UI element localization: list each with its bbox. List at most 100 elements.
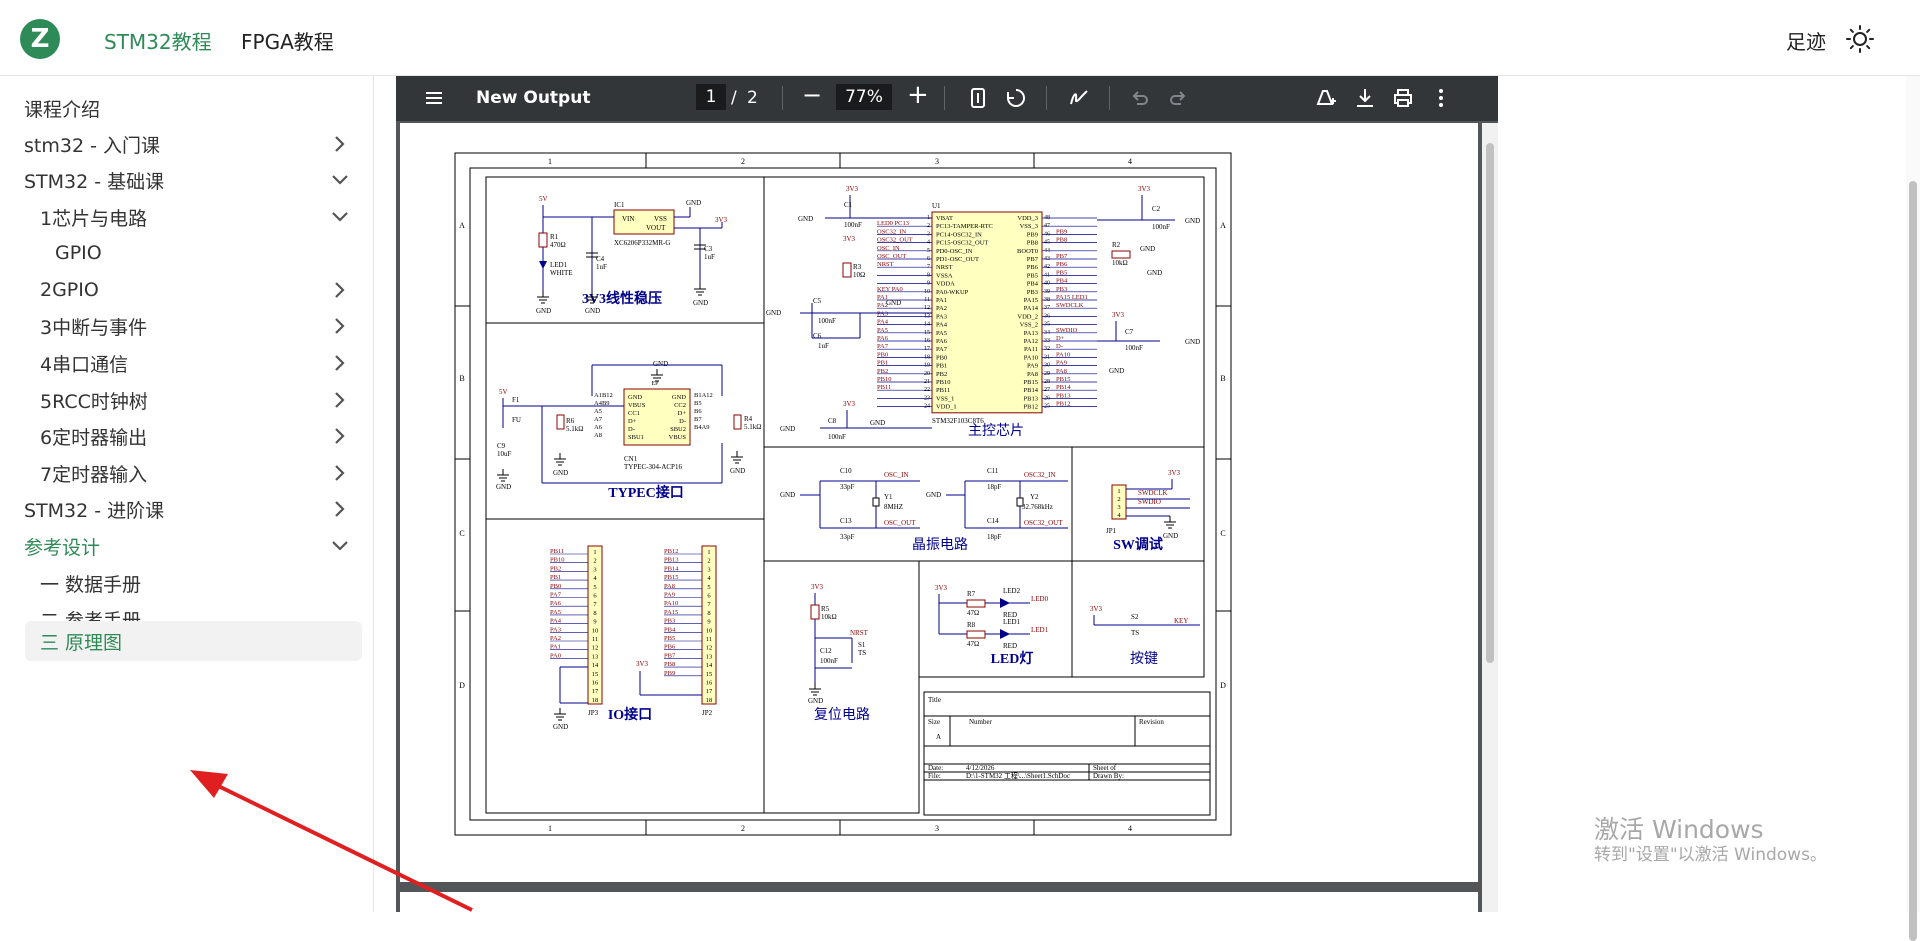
value-label: 1uF [596, 263, 607, 271]
typec-pin-num: B1A12 [694, 392, 713, 399]
value-label: 1uF [818, 342, 829, 350]
typec-pin: GND [628, 394, 642, 401]
io-net: PB1 [550, 574, 561, 581]
page-scroll-thumb[interactable] [1909, 181, 1917, 941]
mcu-pin-left: VSS_1 [936, 395, 954, 402]
chevron-down-icon[interactable] [330, 170, 350, 190]
io-pin: 8 [707, 610, 710, 617]
undo-icon[interactable] [1129, 87, 1151, 109]
redo-icon[interactable] [1167, 87, 1189, 109]
col-label: 4 [1128, 824, 1132, 833]
typec-pin: D- [679, 418, 686, 425]
tb-size: Size [928, 718, 940, 726]
nav-fpga-tutorial[interactable]: FPGA教程 [241, 30, 334, 54]
chevron-right-icon[interactable] [330, 499, 350, 519]
mcu-pin-right: PA13 [1024, 330, 1038, 337]
sidebar-item[interactable]: 7定时器输入 [40, 453, 364, 493]
save-to-drive-icon[interactable] [1314, 87, 1336, 109]
mcu-pin-right: VSS_2 [1020, 322, 1038, 329]
nav-stm32-tutorial[interactable]: STM32教程 [104, 30, 212, 54]
value-label: 100nF [844, 221, 862, 229]
sidebar-item[interactable]: 参考设计 [24, 526, 364, 566]
zoom-input[interactable]: 77% [836, 84, 892, 110]
mcu-pin-left: PA1 [936, 297, 947, 304]
led1-led [1000, 629, 1010, 639]
mcu-pin-right: VDD_3 [1017, 215, 1038, 222]
sidebar-item[interactable]: 3中断与事件 [40, 306, 364, 346]
chevron-right-icon[interactable] [330, 390, 350, 410]
sidebar-item-label: 课程介绍 [24, 98, 101, 121]
net-label: 3V3 [1090, 605, 1103, 613]
zoom-out-button[interactable]: − [802, 81, 823, 109]
sidebar-item[interactable]: GPIO [55, 233, 364, 273]
chevron-right-icon[interactable] [330, 426, 350, 446]
r5 [810, 604, 820, 620]
chevron-down-icon[interactable] [330, 536, 350, 556]
download-icon[interactable] [1354, 87, 1376, 109]
mcu-net-left: PB1 [877, 360, 888, 367]
section-io [485, 518, 765, 814]
mcu-net-right: SWDCLK [1056, 302, 1084, 309]
pdf-toolbar: New Output 1 / 2 − 77% + [396, 76, 1498, 121]
io-pin: 16 [592, 680, 599, 687]
ref-label: C9 [497, 442, 506, 450]
sidebar-item[interactable]: 1芯片与电路 [40, 197, 364, 237]
sidebar-item[interactable]: STM32 - 基础课 [24, 160, 364, 200]
sidebar-item-label: 参考设计 [24, 536, 101, 559]
chevron-right-icon[interactable] [330, 353, 350, 373]
zoom-in-button[interactable]: + [907, 80, 929, 110]
io-pin: 12 [592, 645, 599, 652]
page-number-input[interactable]: 1 [696, 84, 726, 110]
sun-icon[interactable] [1845, 24, 1875, 54]
site-logo[interactable]: Z [20, 19, 60, 59]
print-icon[interactable] [1392, 87, 1414, 109]
mcu-pin-left: PB1 [936, 363, 947, 370]
io-pin: 10 [706, 627, 713, 634]
mcu-net-left: NRST [877, 261, 894, 268]
pdf-scrollbar[interactable] [1482, 123, 1498, 912]
page-scrollbar[interactable] [1906, 76, 1920, 941]
value-label: 47Ω [967, 609, 979, 617]
chevron-right-icon[interactable] [330, 280, 350, 300]
sidebar-item[interactable]: 一 数据手册 [40, 563, 364, 603]
tb-date-value: 4/12/2026 [966, 764, 995, 772]
mcu-pin-left: PA2 [936, 305, 947, 312]
more-icon[interactable] [1430, 87, 1452, 109]
sidebar-item[interactable]: 课程介绍 [24, 88, 364, 128]
sidebar-item[interactable]: 三 原理图 [25, 621, 362, 661]
chevron-right-icon[interactable] [330, 134, 350, 154]
gnd-label: GND [1185, 338, 1200, 346]
r3 [842, 262, 852, 278]
mcu-net-right: SWDIO [1056, 327, 1078, 334]
io-net: PB15 [664, 574, 678, 581]
mcu-pin-right: PB3 [1027, 289, 1038, 296]
nav-footprint[interactable]: 足迹 [1786, 30, 1826, 54]
sidebar-item[interactable]: 2GPIO [40, 270, 364, 310]
sidebar-item[interactable]: STM32 - 进阶课 [24, 489, 364, 529]
menu-icon[interactable] [424, 88, 444, 108]
chevron-right-icon[interactable] [330, 316, 350, 336]
mcu-net-left: PA4 [877, 319, 889, 326]
rotate-icon[interactable] [1005, 87, 1027, 109]
sheet-frame [454, 152, 1232, 836]
sidebar-item[interactable]: 6定时器输出 [40, 416, 364, 456]
io-pin: 3 [707, 566, 710, 573]
sidebar-item[interactable]: 5RCC时钟树 [40, 380, 364, 420]
fit-page-icon[interactable] [967, 87, 989, 109]
chevron-right-icon[interactable] [330, 463, 350, 483]
chevron-down-icon[interactable] [330, 207, 350, 227]
section-title-io: IO接口 [608, 706, 652, 723]
pdf-scroll-thumb[interactable] [1486, 143, 1494, 663]
sidebar-item[interactable]: stm32 - 入门课 [24, 124, 364, 164]
sidebar-item[interactable]: 4串口通信 [40, 343, 364, 383]
mcu-pin-right: PB13 [1024, 395, 1038, 402]
net-label: LED0 [1031, 595, 1049, 603]
value-label: 33pF [840, 483, 855, 491]
section-title-ldo: 3V3线性稳压 [582, 290, 662, 307]
typec-pin-num: B7 [694, 416, 702, 423]
mcu-net-right: PB12 [1056, 401, 1070, 408]
annotate-icon[interactable] [1068, 87, 1090, 109]
mcu-pin-left: VDDA [936, 281, 955, 288]
